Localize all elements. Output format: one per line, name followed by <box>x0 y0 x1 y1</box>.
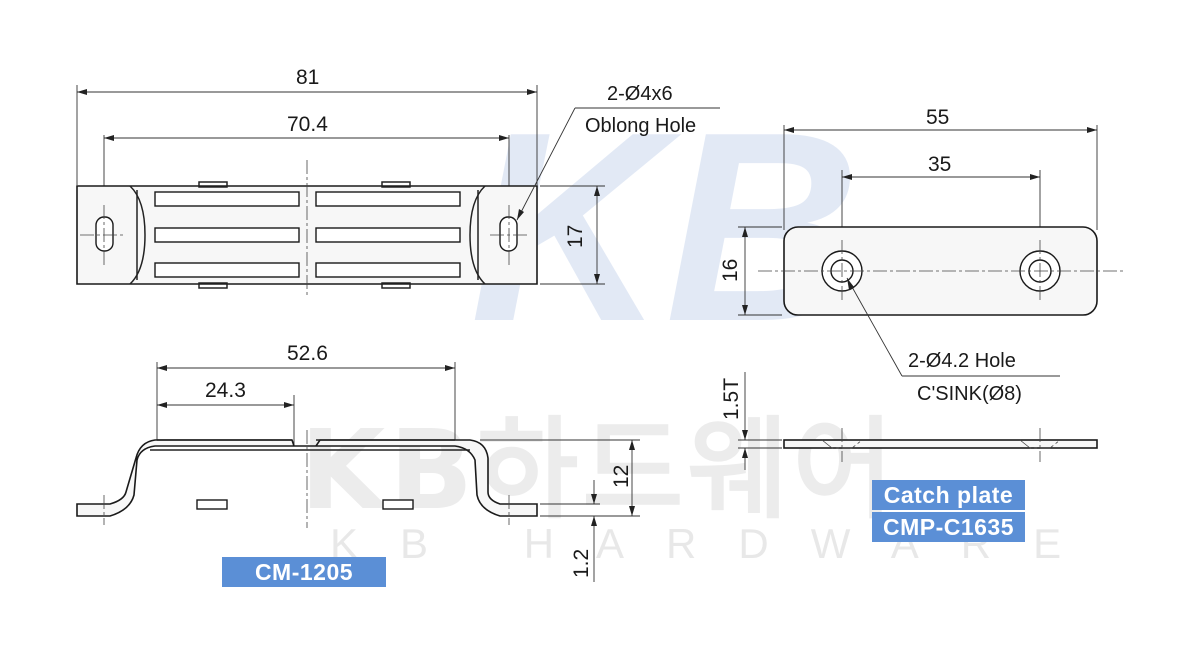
catch-plate-title-label: Catch plate <box>872 480 1025 510</box>
side-view: 52.6 24.3 12 1.2 <box>76 342 640 582</box>
dim-plate-length: 55 <box>926 106 949 129</box>
dim-hole-pitch: 70.4 <box>287 113 328 136</box>
dim-side-half: 24.3 <box>205 379 246 402</box>
catch-plate-side: 1.5T <box>720 372 1098 470</box>
catch-body-side <box>76 439 538 517</box>
dim-plate-thickness: 1.5T <box>720 378 743 420</box>
top-view: 81 70.4 <box>76 66 720 295</box>
watermark-korean: KB하드웨어 <box>300 406 898 534</box>
plate-hole-note-size: 2-Ø4.2 Hole <box>908 350 1016 372</box>
catch-plate-model-label: CMP-C1635 <box>872 512 1025 542</box>
hole-note-type: Oblong Hole <box>585 115 696 137</box>
dim-plate-width: 16 <box>719 259 742 282</box>
catch-plate-top: 55 35 16 2-Ø4.2 Hole C'SINK(Ø8) <box>719 106 1125 405</box>
dim-overall-length: 81 <box>296 66 319 89</box>
dim-plate-pitch: 35 <box>928 153 951 176</box>
catch-plate-side-outline <box>783 439 1098 449</box>
dim-flange-thickness: 1.2 <box>570 549 593 578</box>
hole-note-size: 2-Ø4x6 <box>607 83 673 105</box>
dim-height: 17 <box>564 225 587 248</box>
model-label: CM-1205 <box>222 557 386 587</box>
dim-side-height: 12 <box>610 465 633 488</box>
plate-hole-note-csink: C'SINK(Ø8) <box>917 383 1022 405</box>
dim-side-length: 52.6 <box>287 342 328 365</box>
